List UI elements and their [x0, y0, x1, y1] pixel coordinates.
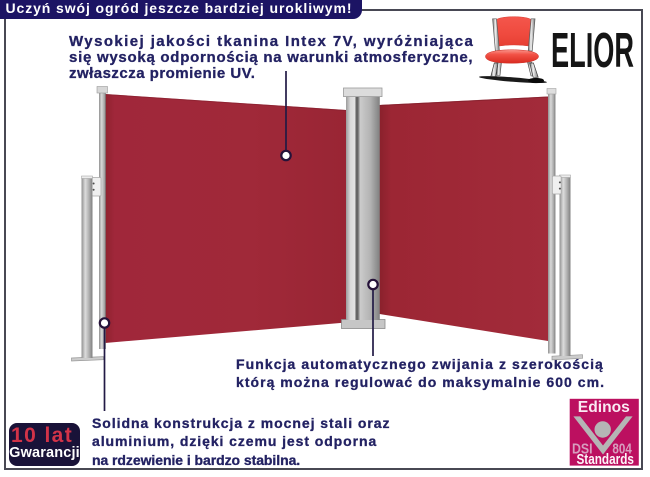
svg-text:DSI: DSI: [572, 440, 593, 457]
svg-text:ELIOR: ELIOR: [551, 23, 634, 78]
svg-text:804: 804: [612, 440, 632, 457]
svg-text:Standards: Standards: [576, 452, 634, 468]
svg-text:Edinos: Edinos: [578, 399, 630, 416]
